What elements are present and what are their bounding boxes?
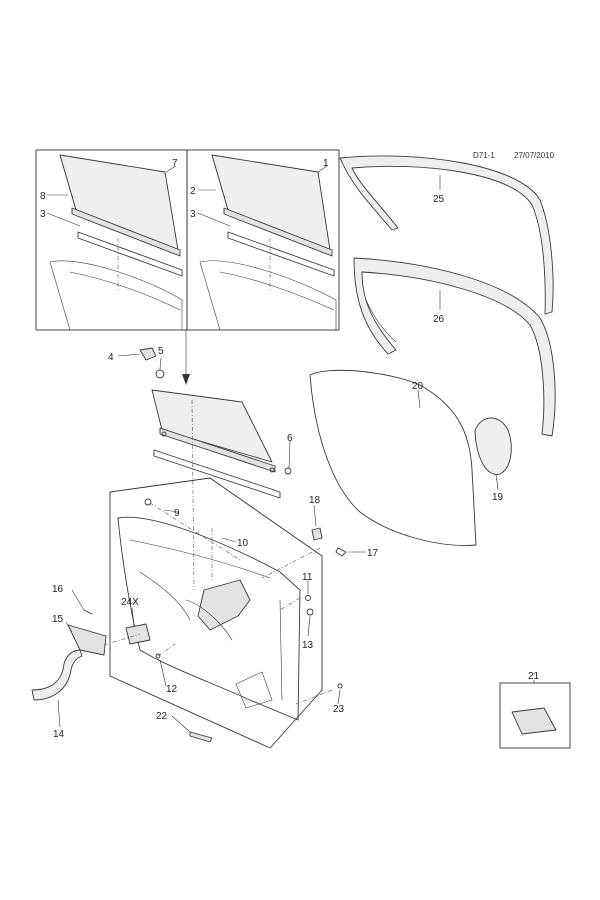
speaker-seal <box>474 417 512 475</box>
diagram-code: D71-1 <box>473 151 495 160</box>
callout-18: 18 <box>309 495 321 506</box>
callout-3a: 3 <box>40 209 46 220</box>
callout-14: 14 <box>53 729 65 740</box>
leader-lines <box>46 165 499 733</box>
callout-16: 16 <box>52 584 64 595</box>
inset-box-right <box>186 149 340 331</box>
callout-8: 8 <box>40 191 46 202</box>
callout-2: 2 <box>190 186 196 197</box>
window-seal-upper <box>339 155 554 315</box>
callout-3b: 3 <box>190 209 196 220</box>
callout-9: 9 <box>174 508 180 519</box>
door-trim-box <box>109 477 323 749</box>
callout-12: 12 <box>166 684 178 695</box>
callout-7: 7 <box>172 158 178 169</box>
callout-20: 20 <box>412 381 424 392</box>
callout-15: 15 <box>52 614 64 625</box>
callout-4: 4 <box>108 352 114 363</box>
window-seal-lower <box>353 257 556 437</box>
part-21-box <box>499 680 571 749</box>
inset-left-parts <box>49 154 183 331</box>
callout-6: 6 <box>287 433 293 444</box>
main-sunshade <box>151 389 281 499</box>
callout-23: 23 <box>333 704 345 715</box>
callout-10: 10 <box>237 538 249 549</box>
detail-arrow <box>182 330 190 385</box>
door-trim-panel <box>117 516 301 721</box>
callout-26: 26 <box>433 314 445 325</box>
callout-19: 19 <box>492 492 504 503</box>
callout-21: 21 <box>528 671 540 682</box>
callout-22: 22 <box>156 711 168 722</box>
inset-right-parts <box>199 154 337 331</box>
diagram-date: 27/07/2010 <box>514 151 555 160</box>
callout-11: 11 <box>302 572 313 583</box>
callout-25: 25 <box>433 194 445 205</box>
water-shield <box>309 369 477 546</box>
assembly-lines <box>103 399 333 705</box>
callout-24x: 24X <box>121 597 139 608</box>
callout-13: 13 <box>302 640 314 651</box>
callout-5: 5 <box>158 346 164 357</box>
small-hardware <box>31 347 347 743</box>
callout-17: 17 <box>367 548 379 559</box>
callout-1: 1 <box>323 158 329 169</box>
